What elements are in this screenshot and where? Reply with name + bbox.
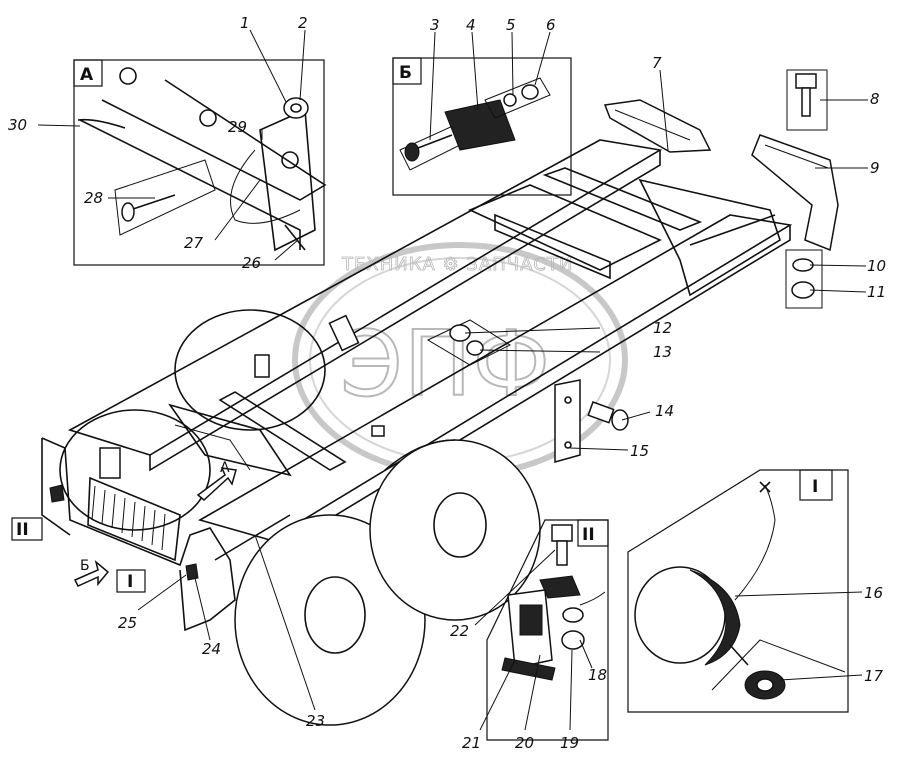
callout-4: 4	[466, 16, 476, 34]
callout-24: 24	[202, 640, 221, 658]
callout-7: 7	[652, 54, 662, 72]
callout-3: 3	[430, 16, 440, 34]
inset-i: I	[627, 469, 849, 713]
callout-5: 5	[506, 16, 516, 34]
callout-29: 29	[228, 118, 247, 136]
chassis-frame	[41, 139, 793, 632]
callout-14: 14	[655, 402, 674, 420]
callout-13: 13	[653, 343, 672, 361]
callout-12: 12	[653, 319, 672, 337]
callout-8: 8	[870, 90, 880, 108]
rear-fender-assembly	[603, 69, 839, 309]
callouts: 1 2 3 4 5 6 7 8 9 10 11 12 13 14 15 16 1…	[8, 14, 886, 752]
callout-18: 18	[588, 666, 607, 684]
callout-10: 10	[867, 257, 886, 275]
callout-22: 22	[450, 622, 469, 640]
view-marker-ii: II	[16, 520, 29, 540]
callout-16: 16	[864, 584, 883, 602]
callout-25: 25	[118, 614, 137, 632]
callout-26: 26	[242, 254, 261, 272]
inset-ii: II	[486, 519, 609, 741]
callout-20: 20	[515, 734, 534, 752]
inset-ii-label: II	[582, 525, 595, 545]
callout-17: 17	[864, 667, 884, 685]
callout-15: 15	[630, 442, 649, 460]
inset-b-label: Б	[399, 63, 412, 83]
callout-27: 27	[184, 234, 204, 252]
inset-i-label: I	[812, 477, 818, 497]
view-marker-a: А	[220, 460, 230, 476]
view-marker-b: Б	[80, 558, 90, 574]
view-markers: А Б I II	[11, 460, 237, 593]
callout-21: 21	[462, 734, 481, 752]
callout-30: 30	[8, 116, 27, 134]
callout-19: 19	[560, 734, 579, 752]
callout-23: 23	[306, 712, 325, 730]
mid-frame-parts	[426, 319, 629, 463]
watermark-logo: ЭПФ	[340, 312, 551, 417]
callout-28: 28	[84, 189, 103, 207]
callout-2: 2	[298, 14, 308, 32]
callout-6: 6	[546, 16, 556, 34]
view-marker-i: I	[127, 572, 133, 592]
inset-a-label: А	[80, 65, 94, 85]
leader-lines	[37, 29, 868, 731]
watermark-text: ТЕХНИКА ⚙ ЗАПЧАСТИ	[341, 254, 573, 275]
callout-11: 11	[867, 283, 886, 301]
inset-b: Б	[392, 57, 572, 196]
callout-1: 1	[240, 14, 250, 32]
inset-a: А	[73, 59, 327, 266]
callout-9: 9	[870, 159, 880, 177]
